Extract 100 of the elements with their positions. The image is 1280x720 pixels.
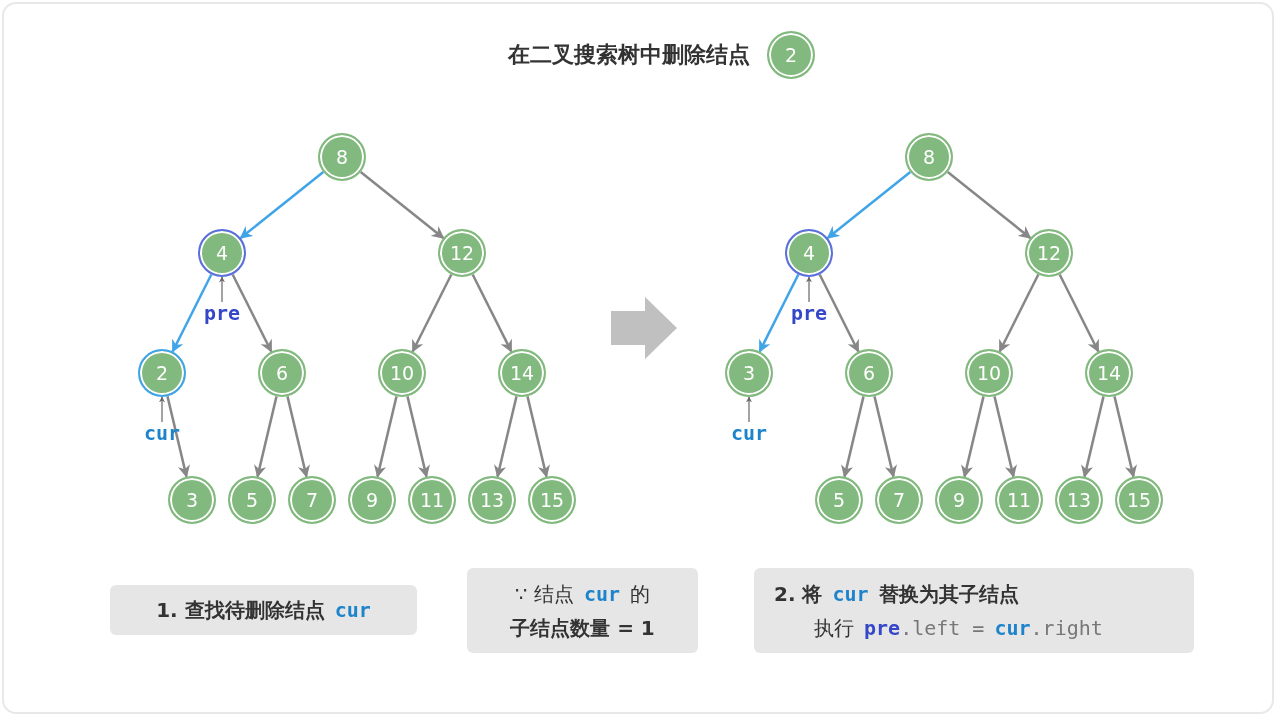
- tree-node: [995, 476, 1043, 524]
- node-number: 6: [862, 363, 876, 383]
- pointer-arrow: [746, 396, 752, 423]
- tree-node: [785, 229, 833, 277]
- node-number: 12: [1036, 243, 1062, 263]
- node-number: 5: [832, 490, 846, 510]
- tree-node: [348, 476, 396, 524]
- arrow: [1081, 396, 1105, 478]
- tree-node: [725, 349, 773, 397]
- code-text: .right: [1030, 615, 1103, 640]
- tree-node: [965, 349, 1013, 397]
- arrow: [526, 396, 550, 478]
- caption-text: ∵ 结点: [514, 581, 574, 606]
- arrow: [471, 273, 513, 353]
- caption-text: 子结点数量 = 1: [510, 615, 655, 640]
- code-text: cur: [584, 581, 621, 606]
- arrow: [998, 273, 1040, 353]
- arrow: [758, 273, 800, 353]
- arrow: [818, 273, 860, 353]
- pointer-label: pre: [203, 301, 241, 325]
- arrow: [873, 396, 897, 478]
- node-number: 9: [365, 490, 379, 510]
- node-number: 7: [305, 490, 319, 510]
- caption-text: 的: [630, 581, 651, 606]
- code-text: pre: [864, 615, 901, 640]
- node-number: 15: [539, 490, 565, 510]
- tree-node: [1085, 349, 1133, 397]
- tree-node: [528, 476, 576, 524]
- caption-box: [110, 585, 417, 635]
- caption-box: [467, 568, 698, 653]
- arrow: [1113, 396, 1137, 478]
- tree-node: [498, 349, 546, 397]
- node-number: 14: [509, 363, 535, 383]
- arrow: [494, 396, 518, 478]
- tree-node: [935, 476, 983, 524]
- tree-node: [438, 229, 486, 277]
- arrow: [254, 396, 278, 478]
- tree-node: [815, 476, 863, 524]
- arrow: [286, 396, 310, 478]
- node-number: 2: [784, 45, 798, 65]
- node-number: 4: [215, 243, 229, 263]
- node-number: 2: [155, 363, 169, 383]
- arrow: [171, 273, 213, 353]
- pointer-arrow: [806, 276, 812, 303]
- arrow: [239, 171, 325, 239]
- node-number: 7: [892, 490, 906, 510]
- tree-node: [228, 476, 276, 524]
- tree-node: [408, 476, 456, 524]
- node-number: 3: [185, 490, 199, 510]
- pointer-label: pre: [790, 301, 828, 325]
- code-text: .left =: [900, 615, 985, 640]
- caption-text: 1. 查找待删除结点: [156, 598, 325, 622]
- tree-node: [198, 229, 246, 277]
- pointer-label: cur: [143, 421, 181, 445]
- node-number: 9: [952, 490, 966, 510]
- node-number: 11: [419, 490, 445, 510]
- title: 在二叉搜索树中删除结点: [507, 41, 750, 69]
- node-number: 11: [1006, 490, 1032, 510]
- caption-text: 执行: [814, 615, 854, 640]
- node-number: 6: [275, 363, 289, 383]
- arrow: [961, 396, 985, 478]
- caption-text: 2. 将: [774, 581, 823, 606]
- node-number: 8: [335, 147, 349, 167]
- tree-node: [318, 133, 366, 181]
- tree-node: [168, 476, 216, 524]
- arrow: [359, 171, 445, 239]
- tree-node: [767, 31, 815, 79]
- code-text: cur: [334, 598, 371, 622]
- caption-text: 替换为其子结点: [878, 581, 1019, 606]
- arrow: [841, 396, 865, 478]
- arrow: [374, 396, 398, 478]
- tree-node: [875, 476, 923, 524]
- node-number: 8: [922, 147, 936, 167]
- arrow: [231, 273, 273, 353]
- tree-node: [1025, 229, 1073, 277]
- tree-node: [468, 476, 516, 524]
- node-number: 4: [802, 243, 816, 263]
- tree-node: [288, 476, 336, 524]
- tree-node: [1115, 476, 1163, 524]
- code-text: cur: [994, 615, 1031, 640]
- arrow: [946, 171, 1032, 239]
- node-number: 3: [742, 363, 756, 383]
- node-number: 13: [479, 490, 505, 510]
- code-text: cur: [832, 581, 869, 606]
- tree-node: [138, 349, 186, 397]
- tree-node: [1055, 476, 1103, 524]
- pointer-arrow: [219, 276, 225, 303]
- pointer-arrow: [159, 396, 165, 423]
- arrow: [411, 273, 453, 353]
- node-number: 13: [1066, 490, 1092, 510]
- pointer-label: cur: [730, 421, 768, 445]
- node-number: 15: [1126, 490, 1152, 510]
- tree-node: [905, 133, 953, 181]
- node-number: 12: [449, 243, 475, 263]
- node-number: 14: [1096, 363, 1122, 383]
- arrow: [826, 171, 912, 239]
- tree-node: [378, 349, 426, 397]
- arrow: [166, 396, 190, 478]
- node-number: 5: [245, 490, 259, 510]
- tree-node: [258, 349, 306, 397]
